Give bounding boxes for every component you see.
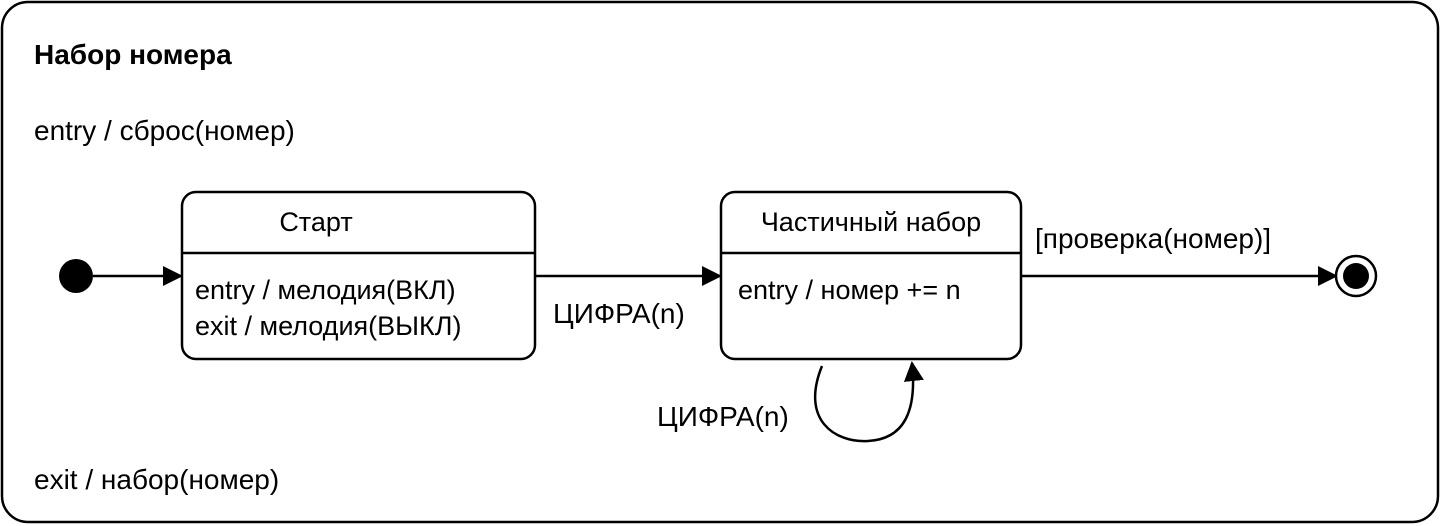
state-start-entry-action: entry / мелодия(ВКЛ) [195,275,456,305]
state-start-name: Старт [279,207,352,237]
state-start-exit-action: exit / мелодия(ВЫКЛ) [195,311,461,341]
transition-partial-to-final-guard: [проверка(номер)] [1035,223,1271,254]
state-partial-name: Частичный набор [761,207,981,237]
composite-entry-action: entry / сброс(номер) [34,115,295,146]
initial-state [59,259,93,293]
composite-state-title: Набор номера [34,39,232,70]
state-partial: Частичный набор entry / номер += n [719,190,1023,361]
final-state-inner-dot [1343,263,1369,289]
composite-exit-action: exit / набор(номер) [34,464,279,495]
transition-partial-self-loop [814,361,924,443]
state-partial-entry-action: entry / номер += n [738,275,961,305]
transition-start-to-partial-label: ЦИФРА(n) [553,298,685,329]
transition-partial-self-label: ЦИФРА(n) [657,401,789,432]
final-state [1334,254,1378,298]
state-start: Старт entry / мелодия(ВКЛ) exit / мелоди… [180,190,537,361]
